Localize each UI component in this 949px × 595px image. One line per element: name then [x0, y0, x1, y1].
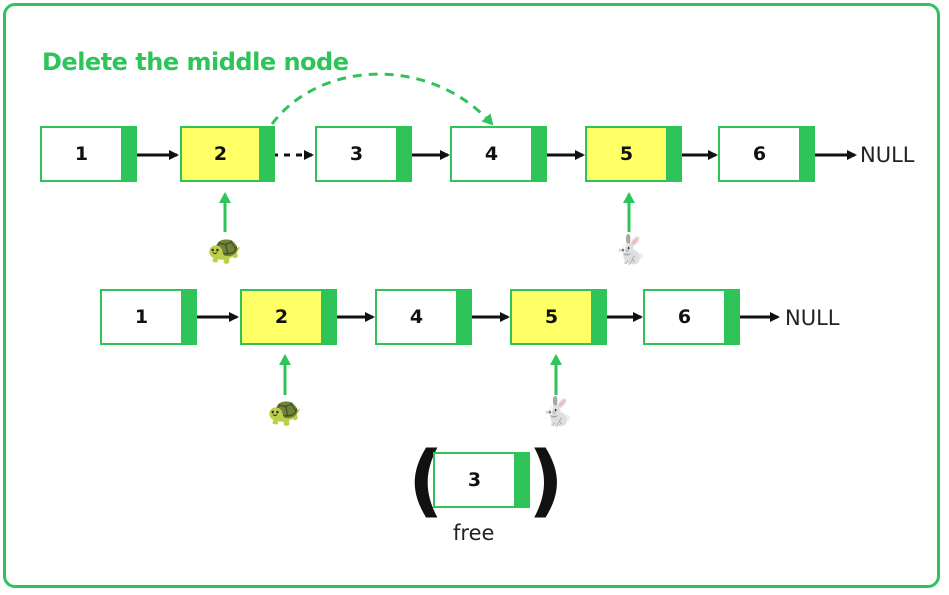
next-pointer [531, 128, 545, 180]
tortoise-icon: 🐢 [207, 233, 242, 266]
node-r2-1-slow: 2 [240, 289, 337, 345]
next-pointer [121, 128, 135, 180]
node-value: 5 [544, 306, 559, 328]
node-r2-4: 6 [643, 289, 740, 345]
node-value: 2 [213, 143, 228, 165]
node-value: 3 [467, 469, 482, 491]
next-pointer [456, 291, 470, 343]
node-value: 5 [619, 143, 634, 165]
next-pointer [321, 291, 335, 343]
null-label-row2: NULL [785, 306, 840, 330]
node-r2-3-fast: 5 [510, 289, 607, 345]
node-r1-5: 6 [718, 126, 815, 182]
next-pointer [724, 291, 738, 343]
rabbit-icon: 🐇 [540, 395, 575, 428]
next-pointer [181, 291, 195, 343]
null-label-row1: NULL [860, 143, 915, 167]
node-r2-0: 1 [100, 289, 197, 345]
next-pointer [591, 291, 605, 343]
node-r1-0: 1 [40, 126, 137, 182]
next-pointer [514, 454, 528, 506]
node-value: 4 [409, 306, 424, 328]
node-value: 4 [484, 143, 499, 165]
rabbit-icon: 🐇 [613, 233, 648, 266]
node-r1-2-middle: 3 [315, 126, 412, 182]
node-r2-2: 4 [375, 289, 472, 345]
next-pointer [259, 128, 273, 180]
next-pointer [396, 128, 410, 180]
diagram-frame [3, 3, 940, 588]
node-value: 1 [74, 143, 89, 165]
diagram-title: Delete the middle node [42, 48, 349, 76]
next-pointer [799, 128, 813, 180]
tortoise-icon: 🐢 [267, 395, 302, 428]
next-pointer [666, 128, 680, 180]
node-value: 3 [349, 143, 364, 165]
node-r1-3: 4 [450, 126, 547, 182]
right-paren: ) [528, 436, 564, 526]
node-value: 1 [134, 306, 149, 328]
node-value: 2 [274, 306, 289, 328]
node-value: 6 [677, 306, 692, 328]
free-label: free [453, 521, 495, 545]
bypass-curve-arrow [270, 72, 494, 126]
node-r1-4-fast: 5 [585, 126, 682, 182]
node-r1-1-slow: 2 [180, 126, 275, 182]
node-value: 6 [752, 143, 767, 165]
freed-node: 3 [433, 452, 530, 508]
